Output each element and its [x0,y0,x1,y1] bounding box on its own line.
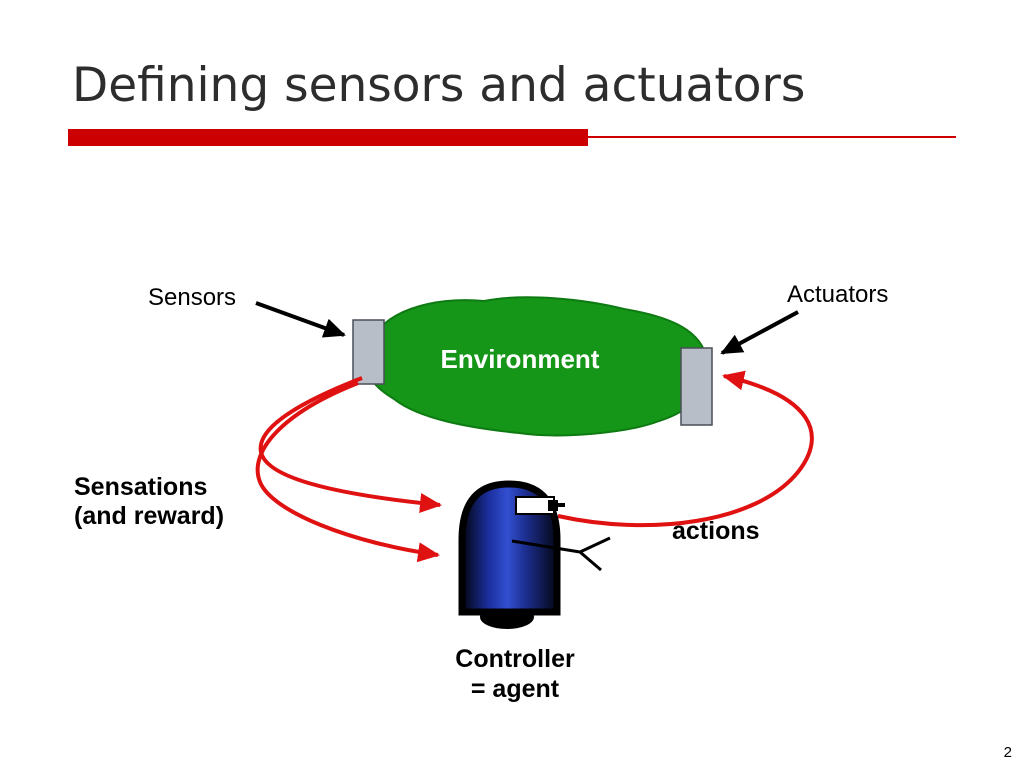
robot-antenna-icon [511,536,611,572]
sensors-label: Sensors [148,284,237,311]
actuator-connector [680,347,713,426]
actions-arrow [557,370,814,528]
controller-robot [458,480,611,629]
sensation-arrow-lower [255,381,440,563]
title-accent-rule [68,129,956,147]
sensations-label-line2: (and reward) [74,502,225,530]
robot-body [458,480,561,616]
actuators-label: Actuators [787,281,889,308]
actions-label: actions [672,517,760,545]
sensations-label: Sensations (and reward) [74,473,224,531]
sensations-label-line1: Sensations [74,473,208,501]
title-accent-bar [68,129,588,146]
sensor-connector [352,319,385,385]
page-number: 2 [1003,744,1012,761]
actuators-arrow [720,310,799,355]
sensors-arrow [255,301,346,338]
controller-label-line1: Controller [455,645,575,673]
page-title: Defining sensors and actuators [72,58,806,113]
robot-camera-icon [515,496,565,515]
controller-label-line2: = agent [470,675,560,703]
environment-label: Environment [440,344,600,374]
controller-label: Controller = agent [425,644,605,704]
